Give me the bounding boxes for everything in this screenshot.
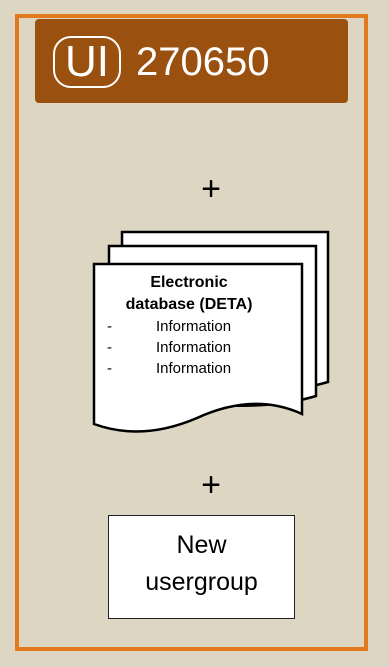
new-usergroup-box: New usergroup	[108, 515, 295, 619]
list-item-text: Information	[156, 318, 232, 335]
document-content: Electronic database (DETA) - Information…	[104, 272, 274, 379]
ui-identifier-block: UI 270650	[35, 19, 348, 103]
list-dash: -	[107, 360, 112, 377]
document-title-line-2: database (DETA)	[125, 296, 253, 313]
ui-badge: UI	[53, 36, 121, 88]
plus-sign-2: +	[201, 466, 221, 504]
document-list-item: - Information	[104, 337, 274, 358]
document-list-item: - Information	[104, 358, 274, 379]
list-dash: -	[107, 339, 112, 356]
list-dash: -	[107, 318, 112, 335]
new-usergroup-line-2: usergroup	[145, 568, 258, 596]
list-item-text: Information	[156, 339, 232, 356]
new-usergroup-line-1: New	[176, 531, 227, 559]
list-item-text: Information	[156, 360, 232, 377]
document-title-line-1: Electronic	[150, 274, 228, 291]
document-stack-icon	[92, 230, 330, 433]
plus-sign-1: +	[201, 170, 221, 208]
ui-number: 270650	[136, 40, 270, 84]
document-list-item: - Information	[104, 316, 274, 337]
document-stack: Electronic database (DETA) - Information…	[92, 228, 332, 438]
